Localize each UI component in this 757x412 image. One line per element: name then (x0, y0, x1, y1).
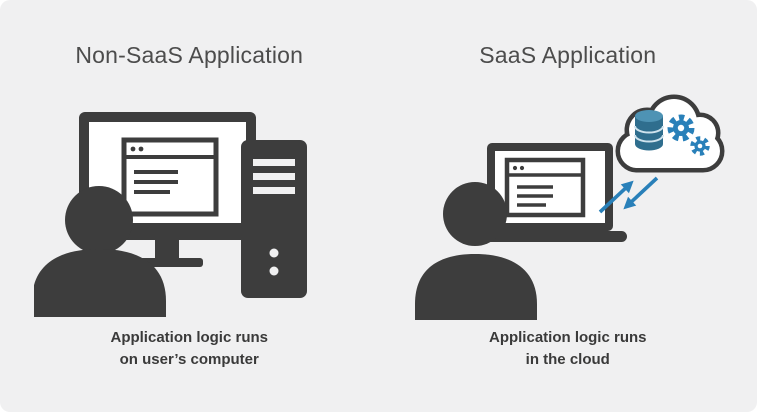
panel-non-saas: Non-SaaS Application (0, 42, 379, 371)
page-title: SaaS Application (479, 42, 657, 68)
saas-illustration (414, 94, 724, 320)
tower-vent (253, 187, 295, 194)
database-top (634, 110, 663, 122)
laptop-base (464, 231, 627, 242)
caption-line: Application logic runs (488, 329, 647, 346)
tower-vent (253, 173, 295, 180)
caption-saas: Application logic runs in the cloud (379, 327, 757, 371)
caption-non-saas: Application logic runs on user’s compute… (0, 327, 379, 371)
window-dot (512, 165, 517, 171)
window-dot (138, 146, 144, 152)
gear-large (667, 114, 694, 142)
monitor-stand-neck (155, 240, 179, 258)
gear-icon (667, 114, 710, 156)
cloud-icon (615, 94, 724, 173)
page-title: Non-SaaS Application (75, 42, 304, 68)
app-window-icon (504, 157, 585, 218)
caption-line: on user’s computer (119, 351, 259, 368)
person-icon (414, 182, 537, 320)
person-icon (34, 186, 166, 317)
window-dot (519, 165, 524, 171)
person-head (442, 182, 507, 246)
caption-line: Application logic runs (110, 329, 268, 346)
tower-pc-icon (241, 140, 307, 298)
window-dot (130, 146, 136, 152)
tower-button (269, 248, 279, 258)
database-band (633, 134, 664, 143)
database-icon (633, 110, 664, 151)
app-window-icon (121, 137, 219, 217)
tower-button (269, 266, 279, 276)
sync-arrows-icon (598, 176, 658, 214)
person-head (65, 186, 133, 254)
panel-saas: SaaS Application (379, 0, 757, 412)
gear-small (689, 136, 710, 156)
person-body (414, 254, 537, 320)
window-frame (121, 137, 219, 217)
database-band (633, 125, 664, 134)
non-saas-illustration (34, 112, 307, 317)
arrow-down-left (622, 176, 658, 210)
arrow-up-right (598, 180, 634, 214)
caption-line: in the cloud (525, 351, 610, 368)
tower-vent (253, 159, 295, 166)
person-body (34, 249, 166, 317)
